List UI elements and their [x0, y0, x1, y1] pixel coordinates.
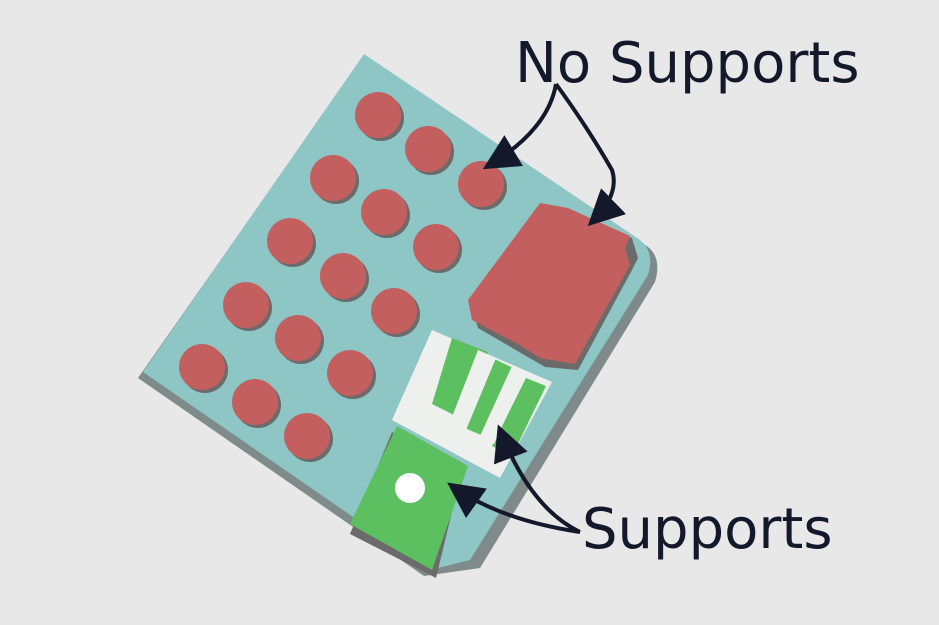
- bump: [355, 92, 404, 141]
- bump: [327, 350, 376, 399]
- bump: [275, 315, 324, 364]
- bump: [371, 288, 420, 337]
- arrow-to-red-block: [554, 82, 627, 227]
- no-supports-label: No Supports: [515, 31, 860, 96]
- mounting-hole: [395, 473, 425, 503]
- bump: [361, 189, 410, 238]
- bump: [223, 282, 272, 331]
- supports-label: Supports: [582, 497, 833, 562]
- bump: [458, 161, 507, 210]
- no-support-block: [468, 203, 630, 364]
- bump: [179, 344, 228, 393]
- support-clip-slot: [450, 350, 496, 430]
- support-clip-slot: [480, 366, 526, 444]
- bump: [284, 413, 333, 462]
- support-clip-green-left: [432, 338, 488, 418]
- bump: [405, 126, 454, 175]
- bump: [320, 253, 369, 302]
- bump: [267, 218, 316, 267]
- support-clip-green-mid: [460, 358, 522, 438]
- bump: [310, 155, 359, 204]
- bump: [413, 224, 462, 273]
- arrow-to-support-clip: [493, 424, 581, 534]
- bump-array: [179, 92, 507, 462]
- arrow-to-bumps: [482, 83, 558, 170]
- arrow-to-support-tab: [447, 482, 581, 534]
- bump: [232, 379, 281, 428]
